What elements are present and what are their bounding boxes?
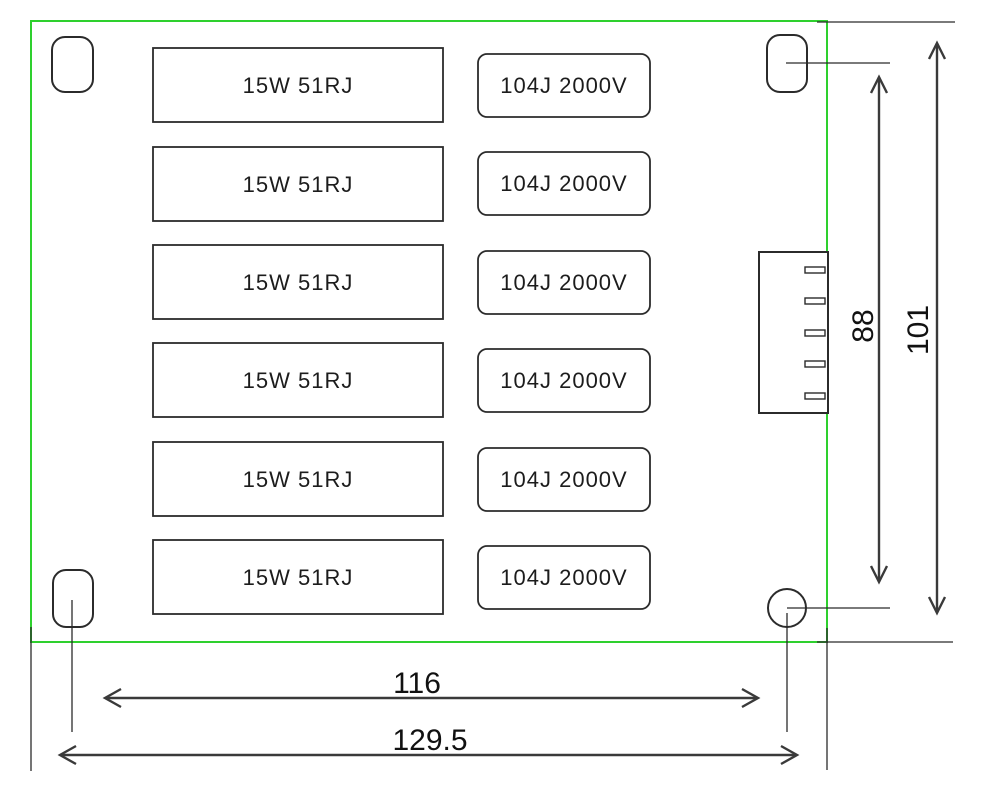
- capacitor-label: 104J 2000V: [500, 565, 627, 590]
- resistor-row-5: 15W 51RJ: [152, 441, 444, 517]
- resistor-label: 15W 51RJ: [243, 172, 354, 197]
- capacitor-label: 104J 2000V: [500, 73, 627, 98]
- arrow-up-icon: [869, 74, 889, 94]
- arrow-right-icon: [780, 744, 800, 766]
- capacitor-label: 104J 2000V: [500, 171, 627, 196]
- resistor-label: 15W 51RJ: [243, 73, 354, 98]
- resistor-box: [152, 539, 444, 615]
- capacitor-row-6: 104J 2000V: [477, 545, 651, 610]
- connector-pin-1: [804, 266, 826, 274]
- capacitor-box: [477, 250, 651, 315]
- connector-pin-3: [804, 329, 826, 337]
- resistor-box: [152, 244, 444, 320]
- capacitor-label: 104J 2000V: [500, 270, 627, 295]
- mounting-hole-bottom-left: [52, 569, 94, 628]
- capacitor-box: [477, 447, 651, 512]
- dimension-label-116: 116: [393, 667, 441, 700]
- dimension-label-129-5: 129.5: [392, 724, 467, 757]
- dimension-129-5: 129.5: [57, 724, 800, 766]
- resistor-label: 15W 51RJ: [243, 467, 354, 492]
- connector: [758, 251, 829, 414]
- arrow-down-icon: [869, 565, 889, 585]
- resistor-row-1: 15W 51RJ: [152, 47, 444, 123]
- arrow-left-icon: [57, 744, 77, 766]
- resistor-row-6: 15W 51RJ: [152, 539, 444, 615]
- arrow-down-icon: [927, 596, 947, 616]
- capacitor-label: 104J 2000V: [500, 467, 627, 492]
- arrow-up-icon: [927, 40, 947, 60]
- capacitor-row-1: 104J 2000V: [477, 53, 651, 118]
- mounting-hole-top-left: [51, 36, 94, 93]
- capacitor-box: [477, 348, 651, 413]
- capacitor-box: [477, 545, 651, 610]
- resistor-label: 15W 51RJ: [243, 270, 354, 295]
- resistor-row-2: 15W 51RJ: [152, 146, 444, 222]
- resistor-row-3: 15W 51RJ: [152, 244, 444, 320]
- resistor-row-4: 15W 51RJ: [152, 342, 444, 418]
- capacitor-box: [477, 151, 651, 216]
- resistor-box: [152, 342, 444, 418]
- capacitor-row-5: 104J 2000V: [477, 447, 651, 512]
- pcb-board-outline: [30, 20, 828, 643]
- resistor-box: [152, 441, 444, 517]
- arrow-right-icon: [741, 687, 761, 709]
- capacitor-row-3: 104J 2000V: [477, 250, 651, 315]
- dimension-label-88: 88: [847, 309, 880, 342]
- resistor-box: [152, 47, 444, 123]
- capacitor-row-4: 104J 2000V: [477, 348, 651, 413]
- connector-pin-5: [804, 392, 826, 400]
- dimension-88: 88: [847, 74, 889, 585]
- capacitor-row-2: 104J 2000V: [477, 151, 651, 216]
- dimension-116: 116: [102, 667, 761, 709]
- resistor-box: [152, 146, 444, 222]
- arrow-left-icon: [102, 687, 122, 709]
- dimension-label-101: 101: [902, 305, 935, 355]
- connector-pin-4: [804, 360, 826, 368]
- connector-pin-2: [804, 297, 826, 305]
- resistor-label: 15W 51RJ: [243, 368, 354, 393]
- dimension-101: 101: [902, 40, 947, 616]
- capacitor-label: 104J 2000V: [500, 368, 627, 393]
- resistor-label: 15W 51RJ: [243, 565, 354, 590]
- capacitor-box: [477, 53, 651, 118]
